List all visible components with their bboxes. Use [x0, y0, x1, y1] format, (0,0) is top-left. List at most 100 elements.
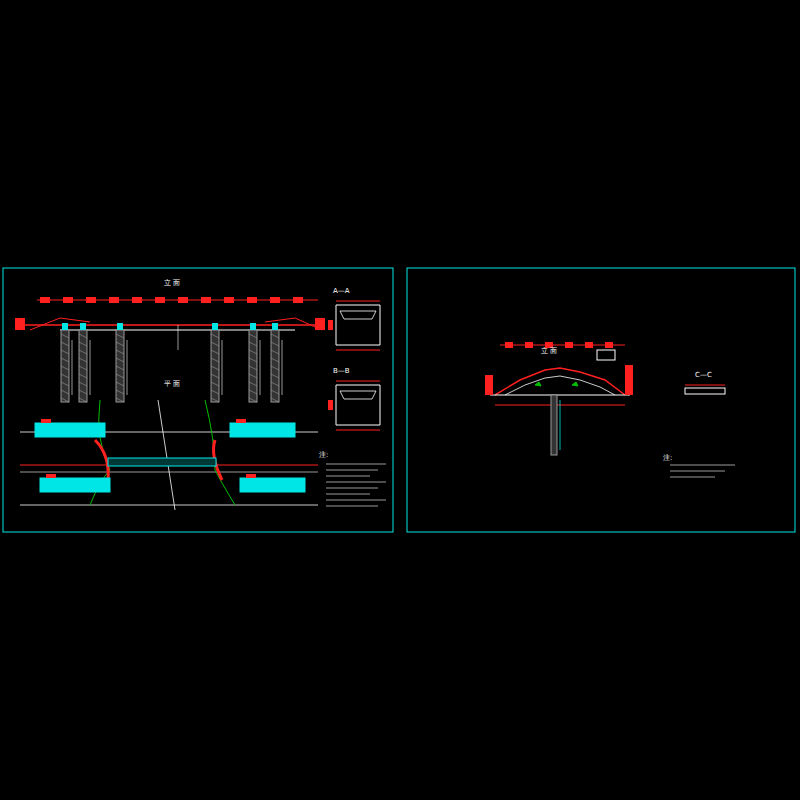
pile-dimension	[90, 340, 91, 395]
dimension-tick	[155, 297, 165, 303]
pile-hatch	[79, 398, 87, 402]
pile-dimension	[127, 340, 128, 395]
pile-hatch	[79, 374, 87, 378]
dimension-tick	[109, 297, 119, 303]
section-title: A—A	[332, 288, 351, 296]
section-outline	[336, 305, 380, 345]
pile-hatch	[116, 398, 124, 402]
pier-cap	[117, 323, 123, 330]
dimension-line	[336, 381, 380, 382]
pile-hatch	[79, 382, 87, 386]
pile-hatch	[61, 342, 69, 346]
pile-hatch	[79, 342, 87, 346]
pile-hatch	[249, 334, 257, 338]
plan-block	[240, 478, 305, 492]
pile-hatch	[271, 366, 279, 370]
pile-hatch	[61, 350, 69, 354]
pile-hatch	[116, 334, 124, 338]
plan-block	[35, 423, 105, 437]
note-line	[326, 488, 378, 489]
pile	[551, 395, 557, 455]
section-outline	[685, 388, 725, 394]
note-line	[670, 465, 735, 466]
pile-hatch	[249, 358, 257, 362]
pile-hatch	[116, 382, 124, 386]
note-line	[326, 494, 370, 495]
culvert-body	[108, 458, 216, 466]
pile-hatch	[79, 350, 87, 354]
pile-hatch	[61, 382, 69, 386]
pile-hatch	[116, 366, 124, 370]
elevation-mark	[485, 375, 493, 395]
pile-hatch	[249, 342, 257, 346]
pile	[116, 330, 124, 402]
dimension-tick	[605, 342, 613, 348]
pile-hatch	[211, 366, 219, 370]
note-line	[326, 482, 386, 483]
dimension-tick	[565, 342, 573, 348]
pile-hatch	[271, 334, 279, 338]
section-inner	[340, 391, 376, 399]
arch-top	[495, 368, 625, 395]
pile	[249, 330, 257, 402]
pile-hatch	[61, 358, 69, 362]
pile-hatch	[211, 390, 219, 394]
skew-axis	[158, 400, 175, 510]
note-line	[670, 477, 715, 478]
pile-hatch	[271, 382, 279, 386]
pile-hatch	[271, 358, 279, 362]
pile	[61, 330, 69, 402]
pile-hatch	[116, 342, 124, 346]
dimension-mark	[328, 320, 333, 330]
pile	[271, 330, 279, 402]
pile-dimension	[260, 340, 261, 395]
dimension-mark	[328, 400, 333, 410]
notes-heading: 注:	[662, 455, 673, 463]
pile-hatch	[271, 390, 279, 394]
pile-dimension	[560, 400, 561, 450]
dimension-tick	[201, 297, 211, 303]
dimension-tick	[270, 297, 280, 303]
detail-box	[597, 350, 615, 360]
pile-hatch	[211, 374, 219, 378]
pile-dimension	[72, 340, 73, 395]
pile-hatch	[116, 390, 124, 394]
note-line	[326, 476, 370, 477]
pile-hatch	[211, 358, 219, 362]
pile-hatch	[249, 382, 257, 386]
section-inner	[340, 311, 376, 319]
dimension-line	[336, 430, 380, 431]
note-line	[326, 506, 378, 507]
pier-cap	[250, 323, 256, 330]
pile-dimension	[222, 340, 223, 395]
pile-hatch	[211, 350, 219, 354]
base-line	[490, 395, 630, 396]
pile-hatch	[271, 398, 279, 402]
pile-hatch	[211, 398, 219, 402]
deck-underside	[60, 330, 295, 331]
pile-hatch	[61, 366, 69, 370]
plan-mark	[246, 474, 256, 478]
dimension-tick	[585, 342, 593, 348]
slope-mark	[535, 382, 541, 386]
green-boundary	[205, 400, 235, 505]
elevation-mark	[625, 365, 633, 395]
notes-heading: 注:	[318, 452, 329, 460]
centre-line	[178, 325, 179, 350]
note-line	[670, 471, 725, 472]
elevation-mark	[315, 318, 325, 330]
section-title: C—C	[694, 372, 713, 380]
pier-cap	[212, 323, 218, 330]
dimension-line	[336, 350, 380, 351]
pile-hatch	[79, 334, 87, 338]
deck-line	[25, 324, 325, 326]
pile-hatch	[211, 334, 219, 338]
plan-block	[230, 423, 295, 437]
pile-hatch	[116, 374, 124, 378]
pile-hatch	[116, 350, 124, 354]
dimension-tick	[293, 297, 303, 303]
plan-mark	[236, 419, 246, 423]
pile-hatch	[211, 342, 219, 346]
